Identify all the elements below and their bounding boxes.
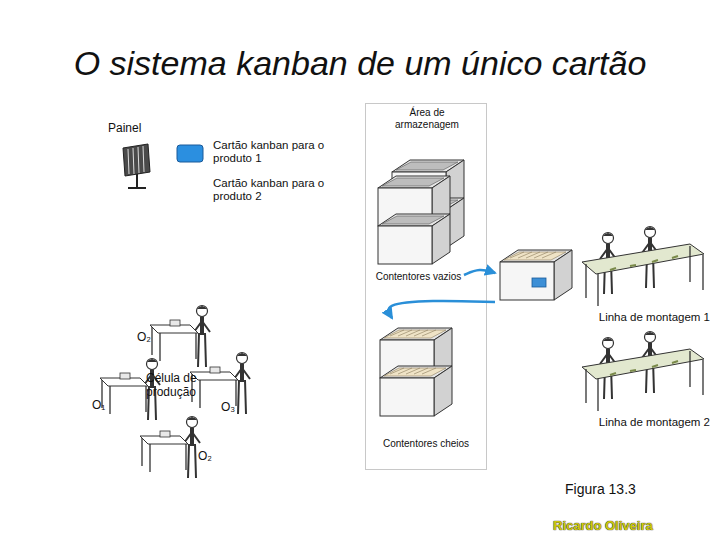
node-text: Linha de montagem 1 — [599, 311, 710, 324]
assembly-line — [582, 332, 704, 412]
slide-title: O sistema kanban de um único cartão — [0, 44, 720, 83]
kanban-panel — [123, 144, 150, 188]
storage-area: Área de armazenagemContentores vaziosCon… — [365, 103, 487, 470]
assembly-line — [582, 227, 704, 307]
cell-label: Célula de produção — [146, 372, 218, 400]
figure-caption: Figura 13.3 — [565, 481, 636, 497]
card-label: Cartão kanban para o produto 1 — [213, 139, 338, 165]
flow-arrow — [388, 301, 495, 318]
assembly-line: Linha de montagem 2 — [575, 340, 712, 429]
watermark: Ricardo Oliveira — [553, 519, 653, 534]
container-stack: Contentores cheios — [373, 318, 479, 450]
flow-arrow — [464, 270, 495, 275]
node-text: Contentores vazios — [373, 271, 464, 283]
operator-label: O₃ — [221, 401, 235, 415]
node-text: Linha de montagem 2 — [599, 416, 710, 429]
empty-containers — [378, 160, 464, 264]
panel-label: Painel — [108, 122, 141, 136]
assembly-line: Linha de montagem 1 — [495, 228, 712, 324]
operator-label: O₂ — [137, 331, 151, 345]
node-text: Contentores cheios — [373, 438, 479, 450]
operator-label: O₁ — [92, 399, 105, 413]
line-container — [500, 250, 572, 300]
node-text: Área de armazenagem — [382, 107, 472, 130]
kanban-card — [177, 145, 203, 162]
card-label: Cartão kanban para o produto 2 — [213, 177, 338, 203]
container-stack: Contentores vazios — [373, 160, 464, 283]
full-containers — [380, 328, 452, 416]
production-cell — [100, 306, 250, 479]
operator-label: O₂ — [198, 450, 212, 464]
